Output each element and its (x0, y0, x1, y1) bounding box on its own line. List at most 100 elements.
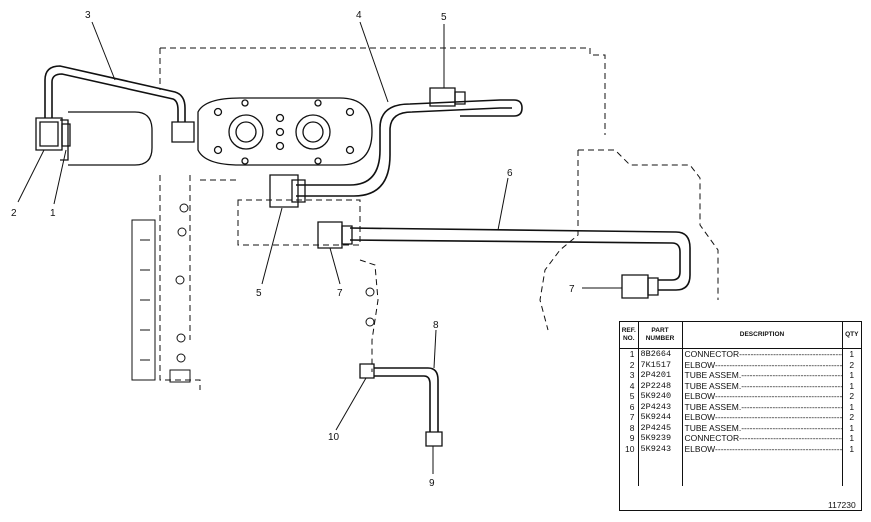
elbow-5-top (429, 87, 466, 107)
description-cell: TUBE ASSEM.-----------------------------… (682, 380, 843, 391)
table-header-row: REF. NO. PART NUMBER DESCRIPTION QTY (620, 322, 861, 349)
empty-cell (842, 454, 861, 465)
callout-3: 3 (85, 10, 91, 21)
header-description: DESCRIPTION (682, 322, 843, 349)
tube-assembly-6 (349, 227, 691, 291)
description-text: TUBE ASSEM. (684, 422, 742, 433)
cylinder-head-cover (197, 97, 373, 166)
empty-cell (682, 454, 843, 465)
description-cell: CONNECTOR-------------------------------… (682, 433, 843, 444)
description-cell: ELBOW-----------------------------------… (682, 412, 843, 423)
qty-cell: 2 (849, 359, 855, 370)
ref-cell: 7 (620, 412, 639, 423)
qty-cell: 1 (849, 380, 855, 391)
empty-cell (620, 464, 639, 475)
part-number-cell: 5K9240 (638, 391, 683, 402)
description-text: TUBE ASSEM. (684, 370, 742, 380)
engine-outline (159, 47, 719, 390)
empty-cell (842, 465, 861, 476)
empty-cell (638, 475, 683, 486)
part-number-cell: 5K9239 (638, 433, 683, 444)
description-cell: TUBE ASSEM.-----------------------------… (682, 370, 843, 381)
leader-dots: ----------------------------------------… (741, 370, 841, 380)
description-text: TUBE ASSEM. (684, 380, 742, 391)
leader-dots: ----------------------------------------… (715, 391, 842, 401)
tube-assembly-3 (44, 65, 186, 122)
leader-dots: ----------------------------------------… (715, 359, 842, 370)
ref-cell: 1 (620, 348, 639, 360)
ref-cell: 8 (620, 422, 639, 433)
filter-housing (60, 111, 153, 166)
leader-dots: ----------------------------------------… (741, 422, 841, 433)
connector-1 (61, 123, 71, 147)
empty-row (620, 454, 861, 465)
callout-10: 10 (328, 432, 340, 443)
empty-cell (638, 464, 683, 475)
elbow-3-end (171, 121, 195, 143)
ref-cell: 10 (620, 443, 639, 454)
callout-9: 9 (429, 478, 435, 489)
description-text: TUBE ASSEM. (684, 401, 742, 412)
qty-cell: 1 (849, 370, 855, 380)
description-text: ELBOW (684, 391, 716, 401)
left-bracket-assembly (131, 203, 375, 383)
callout-6: 6 (507, 168, 513, 179)
part-number-cell: 2P4201 (638, 370, 683, 381)
empty-cell (682, 464, 843, 475)
leader-dots: ----------------------------------------… (715, 412, 842, 422)
ref-cell: 4 (620, 380, 639, 391)
empty-cell (620, 454, 639, 465)
tube-assembly-8 (374, 367, 439, 432)
callout-7-left: 7 (337, 288, 343, 299)
elbow-5-lower (269, 174, 306, 208)
part-number-cell: 8B2664 (638, 348, 683, 360)
description-cell: CONNECTOR-------------------------------… (682, 348, 843, 360)
drawing-number: 117230 (828, 500, 856, 510)
ref-cell: 6 (620, 401, 639, 412)
empty-cell (638, 454, 683, 465)
callout-1: 1 (50, 208, 56, 219)
empty-cell (682, 475, 843, 486)
description-text: ELBOW (684, 412, 716, 422)
description-cell: TUBE ASSEM.-----------------------------… (682, 422, 843, 433)
leader-dots: ----------------------------------------… (739, 433, 842, 443)
part-number-cell: 5K9244 (638, 412, 683, 423)
empty-cell (842, 475, 861, 486)
description-text: ELBOW (684, 359, 716, 370)
leader-dots: ----------------------------------------… (739, 349, 842, 359)
ref-cell: 3 (620, 370, 639, 381)
part-number-cell: 2P2248 (638, 380, 683, 391)
part-number-cell: 7K1517 (638, 359, 683, 370)
elbow-10 (359, 363, 375, 379)
description-cell: ELBOW-----------------------------------… (682, 443, 843, 454)
callout-5-top: 5 (441, 12, 447, 23)
callout-labels: 1 2 3 4 5 5 6 7 7 8 9 10 (11, 10, 575, 489)
callout-2: 2 (11, 208, 17, 219)
description-text: ELBOW (684, 443, 716, 454)
qty-cell: 2 (849, 391, 855, 401)
part-number-cell: 2P4245 (638, 422, 683, 433)
callout-5-lower: 5 (256, 288, 262, 299)
description-cell: ELBOW-----------------------------------… (682, 391, 843, 402)
callout-4: 4 (356, 10, 362, 21)
qty-cell: 1 (849, 349, 855, 359)
leader-dots: ----------------------------------------… (741, 401, 841, 412)
qty-cell: 1 (849, 422, 855, 433)
ref-cell: 2 (620, 359, 639, 370)
empty-row (620, 475, 861, 486)
empty-row (620, 464, 861, 476)
qty-cell: 1 (849, 443, 855, 454)
tube-assembly-4 (296, 99, 523, 197)
leader-dots: ----------------------------------------… (715, 443, 842, 454)
header-part-number: PART NUMBER (638, 322, 683, 349)
header-qty: QTY (842, 322, 861, 349)
leader-lines (17, 21, 622, 474)
ref-cell: 5 (620, 391, 639, 402)
